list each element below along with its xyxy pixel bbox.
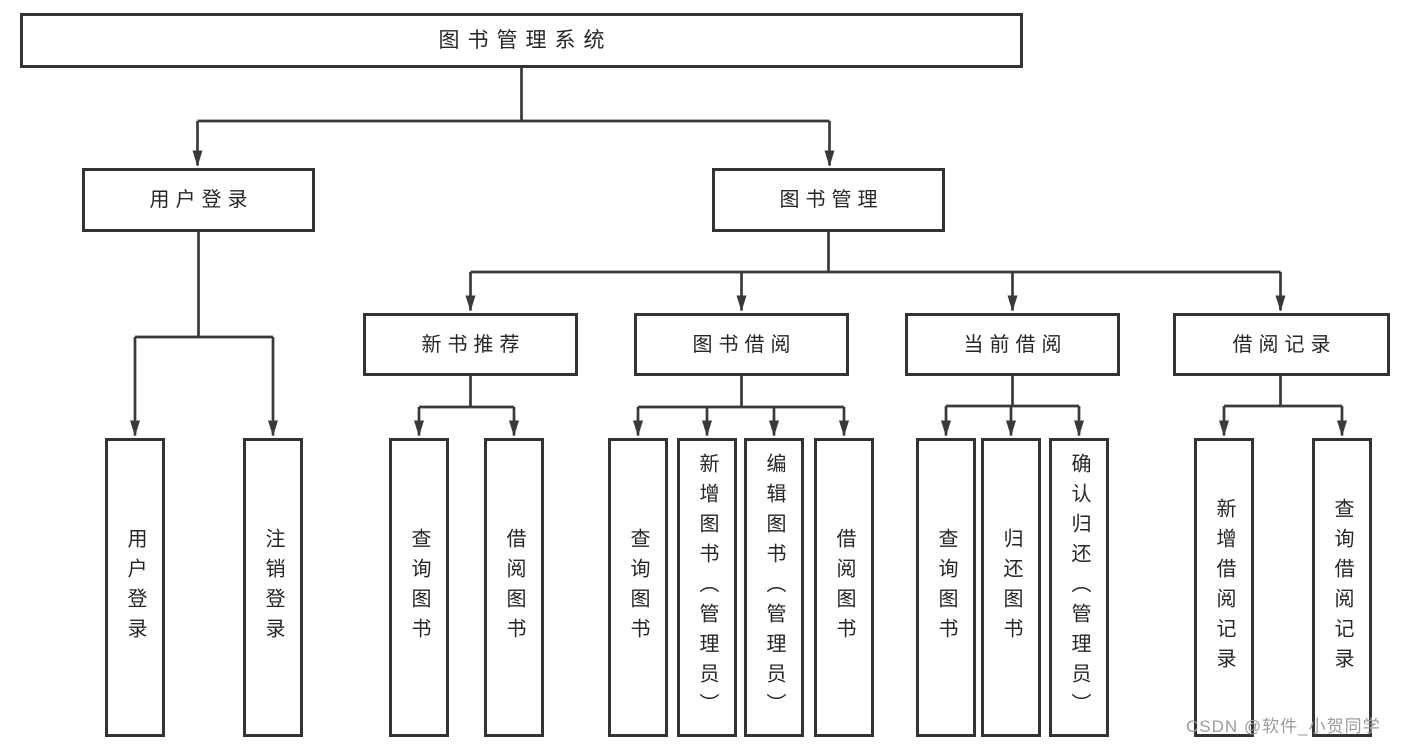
- node-label: 借阅图书: [833, 527, 855, 648]
- leaf-add-borrow-record: 新增借阅记录: [1194, 438, 1254, 737]
- node-label: 图书借阅: [692, 333, 797, 356]
- node-label: 当前借阅: [963, 333, 1068, 356]
- node-label: 图书管理系统: [438, 29, 613, 52]
- node-label: 注销登录: [262, 527, 284, 648]
- leaf-return-books: 归还图书: [981, 438, 1041, 737]
- leaf-add-books-admin: 新增图书（管理员）: [677, 438, 737, 737]
- leaf-query-books-recommend: 查询图书: [389, 438, 449, 737]
- leaf-borrow-books-recommend: 借阅图书: [484, 438, 544, 737]
- node-label: 图书管理: [779, 189, 884, 211]
- node-label: 用户登录: [124, 527, 146, 648]
- csdn-watermark: CSDN @软件_小贺同学: [1186, 717, 1381, 736]
- node-borrowing-records: 借阅记录: [1173, 313, 1390, 376]
- leaf-user-login: 用户登录: [105, 438, 165, 737]
- node-label: 借阅图书: [503, 527, 525, 648]
- node-label: 用户登录: [149, 189, 254, 211]
- leaf-query-borrow-record: 查询借阅记录: [1312, 438, 1372, 737]
- node-user-login-branch: 用户登录: [82, 168, 315, 232]
- node-label: 新增图书（管理员）: [696, 452, 718, 723]
- node-label: 借阅记录: [1232, 333, 1337, 356]
- leaf-edit-books-admin: 编辑图书（管理员）: [744, 438, 804, 737]
- node-new-book-recommend: 新书推荐: [363, 313, 578, 376]
- node-book-management: 图书管理: [712, 168, 945, 232]
- node-label: 查询图书: [627, 527, 649, 648]
- node-label: 新增借阅记录: [1213, 497, 1235, 678]
- leaf-confirm-return-admin: 确认归还（管理员）: [1049, 438, 1109, 737]
- node-label: 查询借阅记录: [1331, 497, 1353, 678]
- node-label: 查询图书: [408, 527, 430, 648]
- leaf-logout: 注销登录: [243, 438, 303, 737]
- node-label: 新书推荐: [421, 333, 526, 356]
- node-label: 确认归还（管理员）: [1068, 452, 1090, 723]
- leaf-borrow-books: 借阅图书: [814, 438, 874, 737]
- node-current-borrowing: 当前借阅: [905, 313, 1120, 376]
- leaf-query-books-current: 查询图书: [916, 438, 976, 737]
- node-book-borrowing: 图书借阅: [634, 313, 849, 376]
- leaf-query-books-borrowing: 查询图书: [608, 438, 668, 737]
- node-library-management-system: 图书管理系统: [20, 13, 1023, 68]
- node-label: 查询图书: [935, 527, 957, 648]
- node-label: 编辑图书（管理员）: [763, 452, 785, 723]
- node-label: 归还图书: [1000, 527, 1022, 648]
